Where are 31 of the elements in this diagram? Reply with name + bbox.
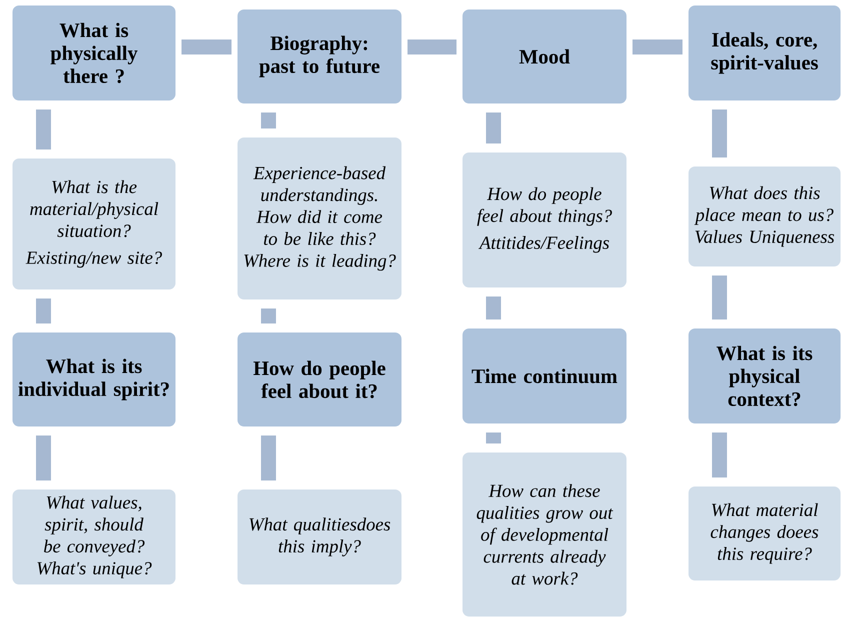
connector-bar: [632, 40, 682, 54]
connector-bar: [36, 298, 51, 324]
question-box: What values, spirit, should be conveyed? What's unique?: [12, 488, 176, 586]
question-box: What qualitiesdoes this imply?: [236, 488, 402, 586]
heading-box: What is its physical context?: [688, 327, 841, 424]
question-box: What does this place mean to us? Values Uniqueness: [688, 165, 841, 268]
heading-box: Time continuum: [462, 327, 628, 424]
connector-bar: [36, 109, 51, 150]
question-box: How can these qualities grow out of developmental currents already at work?: [462, 451, 628, 617]
heading-box: How do people feel about it?: [236, 331, 402, 428]
connector-bar: [712, 109, 727, 158]
connector-bar: [486, 112, 501, 144]
question-box: How do people feel about things? Attitides/Feelings: [462, 151, 628, 288]
heading-box: Ideals, core, spirit-values: [688, 4, 841, 102]
connector-bar: [712, 432, 727, 478]
connector-bar: [261, 436, 276, 480]
question-box: What is the material/physical situation? Existing/new site?: [12, 157, 176, 290]
heading-box: Biography: past to future: [236, 8, 402, 104]
question-box: Experience-based understandings. How did it come to be like this? Where is it leading?: [236, 136, 402, 300]
connector-bar: [712, 275, 727, 320]
heading-box: What is its individual spirit?: [12, 331, 176, 428]
connector-bar: [486, 432, 501, 444]
connector-bar: [36, 436, 51, 480]
connector-bar: [261, 112, 276, 128]
connector-bar: [486, 296, 501, 320]
connector-bar: [408, 40, 456, 54]
question-box: What material changes doees this require?: [688, 485, 841, 582]
heading-box: Mood: [462, 8, 628, 104]
connector-bar: [182, 40, 232, 54]
connector-bar: [261, 308, 276, 324]
heading-box: What is physically there ?: [12, 4, 176, 102]
